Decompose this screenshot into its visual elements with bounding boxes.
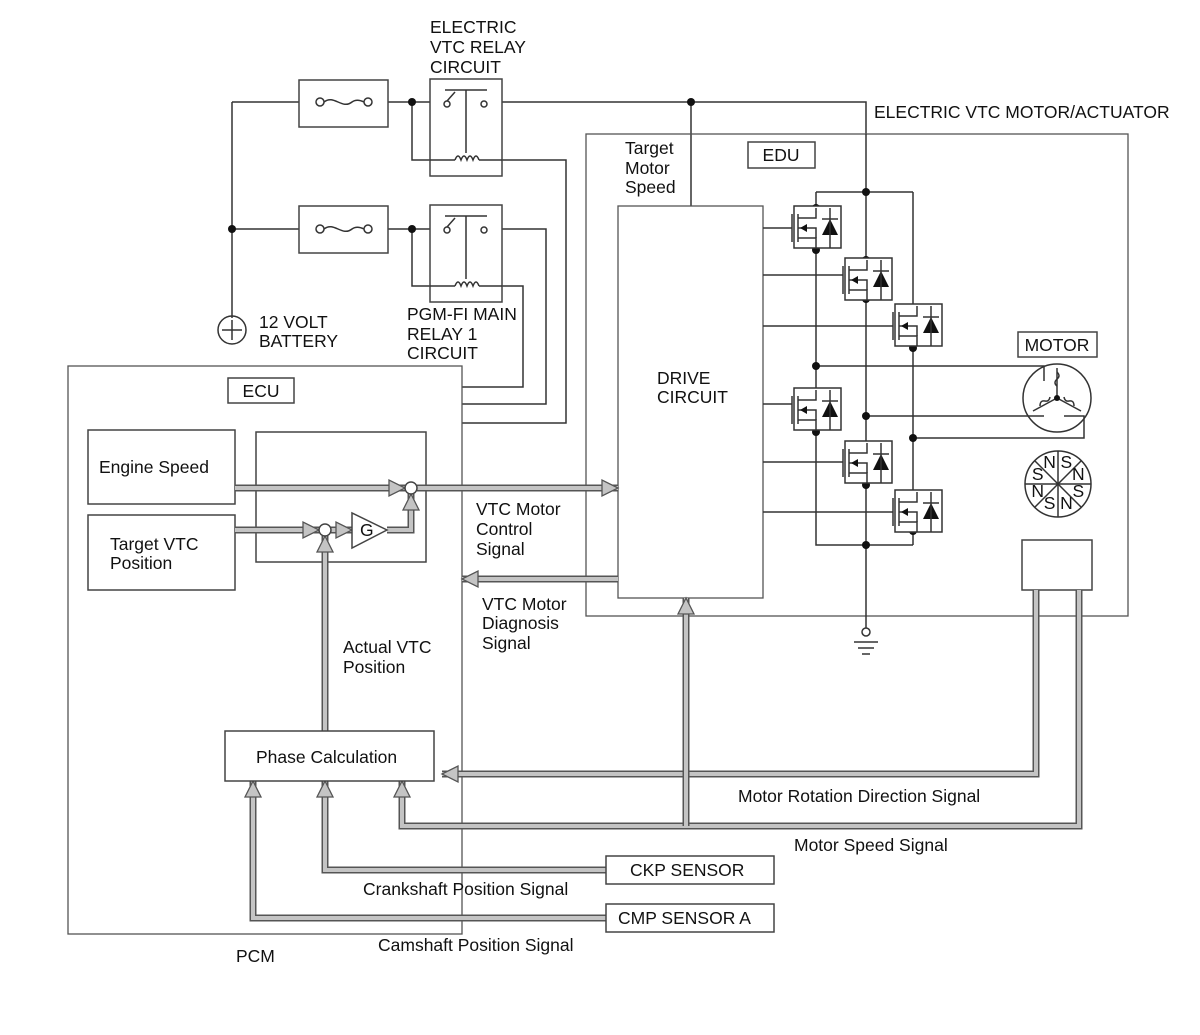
pole-label: S xyxy=(1061,452,1073,472)
rotation-direction-pipe xyxy=(440,590,1040,784)
motor-sensor-unit xyxy=(1021,539,1093,591)
actual-vtc-position-label: Actual VTC Position xyxy=(343,637,436,677)
ecu-label: ECU xyxy=(243,381,280,401)
magnet-rotor-symbol xyxy=(1024,450,1092,518)
sum-to-gain-pipe xyxy=(331,520,354,540)
pole-label: N xyxy=(1072,464,1085,484)
edu-label-box xyxy=(747,141,816,169)
mosfet-array xyxy=(791,205,943,533)
edu-motor-speed-pipe-arrow xyxy=(676,596,696,615)
ckp-sensor-box xyxy=(605,855,775,885)
motor-label: MOTOR xyxy=(1025,335,1090,355)
fuse-2 xyxy=(298,205,389,254)
mosfet-4 xyxy=(791,387,842,431)
pole-label: S xyxy=(1032,464,1044,484)
fuse-1 xyxy=(298,79,389,128)
diagnosis-signal-pipe xyxy=(460,569,618,589)
actual-vtc-pipe xyxy=(315,534,335,731)
engine-speed-pipe xyxy=(235,478,407,498)
engine-speed-box xyxy=(87,429,236,505)
ecu-label-box xyxy=(227,377,295,404)
pole-label: N xyxy=(1031,481,1044,501)
diagnosis-signal-label: VTC Motor Diagnosis Signal xyxy=(482,594,571,653)
engine-speed-label: Engine Speed xyxy=(99,457,209,477)
cmp-sensor-label: CMP SENSOR A xyxy=(618,908,751,928)
diagnosis-signal-pipe-arrow xyxy=(460,569,479,589)
motor-speed-pipe xyxy=(392,590,1083,830)
control-signal-label: VTC Motor Control Signal xyxy=(476,499,565,559)
pole-label: N xyxy=(1043,452,1056,472)
sum-junction-position xyxy=(318,523,332,537)
battery-symbol xyxy=(217,315,247,345)
target-vtc-pipe xyxy=(235,520,321,540)
gain-output-pipe-arrow xyxy=(401,492,421,511)
mosfet-2 xyxy=(842,257,893,301)
electric-vtc-relay-label: ELECTRIC VTC RELAY CIRCUIT xyxy=(430,17,531,77)
engine-speed-pipe-arrow xyxy=(388,478,407,498)
actual-vtc-pipe-arrow xyxy=(315,534,335,553)
crankshaft-signal-label: Crankshaft Position Signal xyxy=(363,879,568,899)
pgm-fi-relay-label: PGM-FI MAIN RELAY 1 CIRCUIT xyxy=(407,304,522,363)
crankshaft-pipe xyxy=(315,779,606,874)
pole-label: S xyxy=(1072,481,1084,501)
svg-text:G: G xyxy=(360,520,374,540)
mosfet-1 xyxy=(791,205,842,249)
ckp-sensor-label: CKP SENSOR xyxy=(630,860,744,880)
gain-block: G xyxy=(351,511,389,550)
battery-label: 12 VOLT BATTERY xyxy=(259,312,338,351)
target-vtc-pipe-arrow xyxy=(302,520,321,540)
target-motor-speed-label: Target Motor Speed xyxy=(625,138,679,197)
ecu-box xyxy=(67,365,463,935)
crankshaft-pipe-arrow xyxy=(315,779,335,798)
pole-label: N xyxy=(1060,493,1073,513)
camshaft-signal-label: Camshaft Position Signal xyxy=(378,935,574,955)
pole-label: S xyxy=(1044,493,1056,513)
motor-label-box xyxy=(1017,331,1098,358)
electric-vtc-relay xyxy=(429,78,503,177)
control-signal-pipe xyxy=(417,478,620,498)
sum-to-gain-pipe-arrow xyxy=(335,520,354,540)
drive-circuit-box xyxy=(617,205,764,599)
control-signal-pipe-arrow xyxy=(601,478,620,498)
signal-pipes xyxy=(235,478,1083,922)
target-vtc-label: Target VTC Position xyxy=(110,534,203,573)
gain-output-pipe xyxy=(387,492,421,534)
pcm-label: PCM xyxy=(236,946,275,966)
mosfet-3 xyxy=(892,303,943,347)
motor-symbol xyxy=(1022,363,1092,433)
drive-circuit-label: DRIVE CIRCUIT xyxy=(657,368,728,407)
phase-calculation-label: Phase Calculation xyxy=(256,747,397,767)
edu-box xyxy=(585,133,1129,617)
mosfet-6 xyxy=(892,489,943,533)
cmp-sensor-box xyxy=(605,903,775,933)
ground-symbol xyxy=(854,627,878,655)
camshaft-pipe xyxy=(243,779,606,922)
pgm-fi-main-relay xyxy=(429,204,503,303)
rotation-direction-signal-label: Motor Rotation Direction Signal xyxy=(738,786,980,806)
phase-calculation-box xyxy=(224,730,435,782)
controller-box xyxy=(255,431,427,563)
mosfet-5 xyxy=(842,440,893,484)
rotation-direction-pipe-arrow xyxy=(440,764,459,784)
power-wiring xyxy=(228,98,867,424)
motor-speed-pipe-arrow xyxy=(392,779,412,798)
target-vtc-box xyxy=(87,514,236,591)
edu-label: EDU xyxy=(763,145,800,165)
motor-speed-signal-label: Motor Speed Signal xyxy=(794,835,948,855)
camshaft-pipe-arrow xyxy=(243,779,263,798)
sum-junction-speed xyxy=(404,481,418,495)
edu-motor-speed-pipe xyxy=(676,596,696,826)
actuator-title: ELECTRIC VTC MOTOR/ACTUATOR xyxy=(874,102,1170,122)
